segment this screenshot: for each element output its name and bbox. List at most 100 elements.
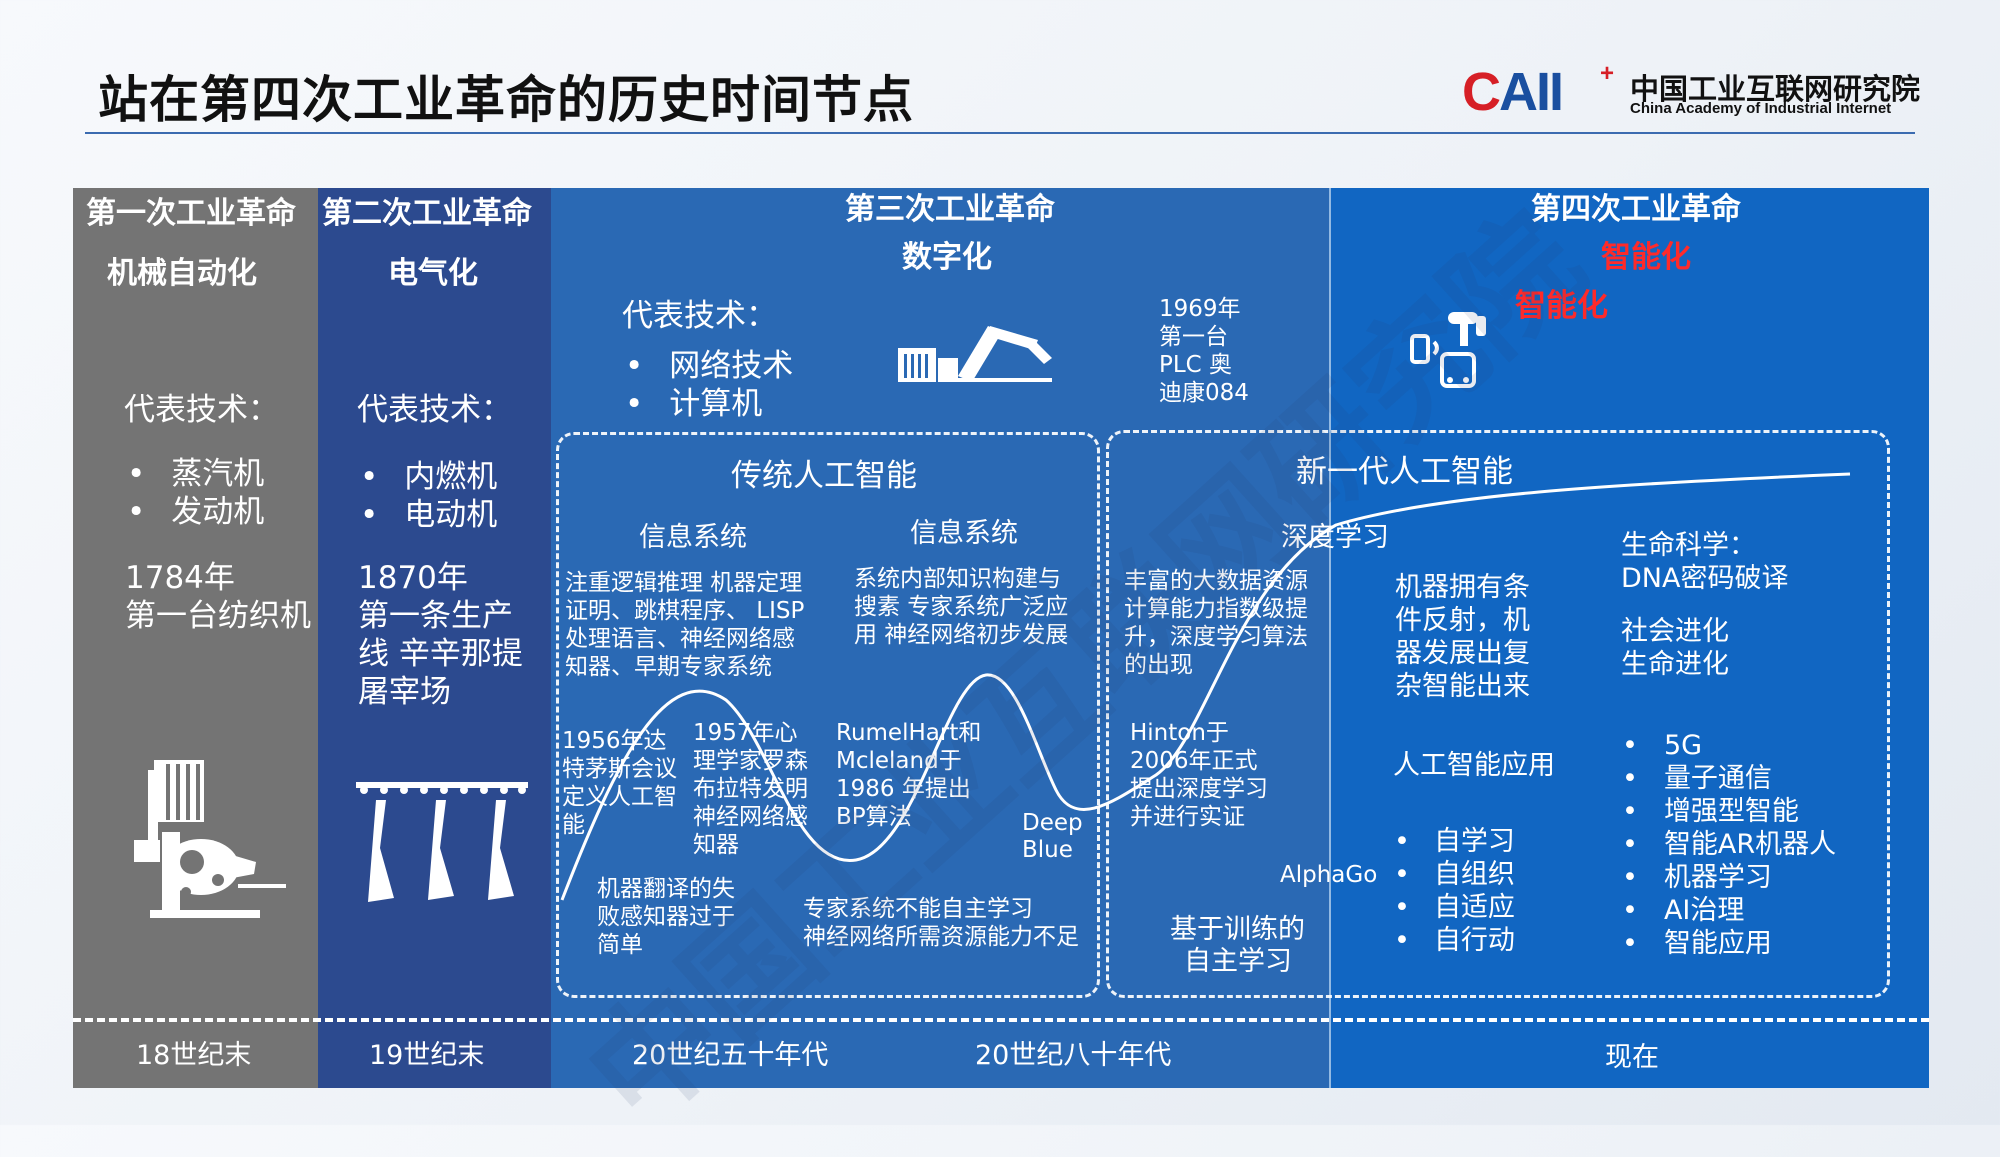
- ai-app-bullet-2: •自组织: [1394, 859, 1515, 890]
- robot-arm-icon: [898, 326, 1052, 382]
- rev1-title: 第一次工业革命: [86, 196, 296, 231]
- rev1-era: 18世纪末: [136, 1040, 252, 1071]
- hinton-line-2: 2006年正式: [1130, 748, 1258, 774]
- low2-line-1: 专家系统不能自主学习: [803, 896, 1033, 922]
- new-ai-title: 新一代人工智能: [1296, 454, 1513, 490]
- rev3-era-1: 20世纪五十年代: [632, 1040, 829, 1071]
- dl-line-2: 计算能力指数级提: [1124, 596, 1308, 622]
- timeline-dashed-line: [73, 1018, 1929, 1022]
- ai-development-curve: [560, 472, 1851, 901]
- conditioned-line-2: 件反射，机: [1395, 605, 1530, 636]
- ai-app-title: 人工智能应用: [1393, 750, 1555, 781]
- event-1956-line-4: 能: [562, 812, 585, 838]
- rev3-title: 第三次工业革命: [845, 192, 1055, 227]
- logo-plus: +: [1600, 60, 1615, 87]
- rev2-bullet-1: •内燃机: [360, 459, 498, 495]
- event-1956-line-2: 特茅斯会议: [562, 756, 677, 782]
- rev3-subtitle: 数字化: [902, 240, 992, 275]
- rev4-badge: 智能化: [1515, 288, 1608, 324]
- ai-app-bullet-4: •自行动: [1394, 925, 1515, 956]
- caii-logo: CAII + 中国工业互联网研究院 China Academy of Indus…: [1462, 60, 1922, 122]
- rev2-milestone-line-1: 第一条生产: [358, 598, 513, 634]
- rev1-bullet-2: •发动机: [127, 494, 265, 530]
- logo-chinese-name: 中国工业互联网研究院: [1630, 72, 1921, 106]
- event-1957-line-3: 布拉特发明: [693, 776, 808, 802]
- rev3-tech-label: 代表技术：: [622, 298, 777, 334]
- event-bp-line-2: Mcleland于: [836, 748, 962, 774]
- trad-col2-title: 信息系统: [910, 518, 1018, 549]
- hinton-line-3: 提出深度学习: [1130, 776, 1268, 802]
- dl-line-3: 升，深度学习算法: [1124, 624, 1308, 650]
- self-learning-line-1: 基于训练的: [1170, 914, 1305, 945]
- tech-bullet-4: •智能AR机器人: [1622, 829, 1837, 860]
- production-line-icon: [356, 782, 528, 902]
- rev2-tech-label: 代表技术：: [357, 392, 512, 428]
- self-learning-line-2: 自主学习: [1184, 946, 1292, 977]
- trad-col2-line-3: 用 神经网络初步发展: [854, 622, 1069, 648]
- rev4-subtitle: 智能化: [1601, 240, 1691, 275]
- rev4-era: 现在: [1605, 1042, 1659, 1073]
- tech-bullet-3: •增强型智能: [1622, 796, 1799, 827]
- trad-col2-line-2: 搜素 专家系统广泛应: [854, 594, 1069, 620]
- hinton-line-4: 并进行实证: [1130, 804, 1245, 830]
- plc-line-3: PLC 奥: [1159, 352, 1233, 378]
- rev2-era: 19世纪末: [369, 1040, 485, 1071]
- deep-blue-line-2: Blue: [1022, 837, 1073, 863]
- rev2-milestone-line-3: 屠宰场: [358, 674, 451, 710]
- hinton-line-1: Hinton于: [1130, 720, 1229, 746]
- rev3-bullet-2: •计算机: [625, 386, 763, 422]
- rev3-bullet-1: •网络技术: [625, 348, 794, 384]
- ai-app-bullet-3: •自适应: [1394, 892, 1515, 923]
- trad-col1-line-1: 注重逻辑推理 机器定理: [565, 570, 803, 596]
- event-bp-line-3: 1986 年提出: [836, 776, 971, 802]
- alphago-label: AlphaGo: [1280, 862, 1378, 888]
- rev1-subtitle: 机械自动化: [107, 256, 257, 291]
- tech-bullet-7: •智能应用: [1622, 928, 1772, 959]
- dl-line-1: 丰富的大数据资源: [1124, 568, 1308, 594]
- deep-blue-line-1: Deep: [1022, 810, 1083, 836]
- conditioned-line-1: 机器拥有条: [1395, 572, 1530, 603]
- rev1-bullet-1: •蒸汽机: [127, 456, 265, 492]
- conditioned-line-3: 器发展出复: [1395, 638, 1530, 669]
- low2-line-2: 神经网络所需资源能力不足: [803, 924, 1079, 950]
- rev1-milestone-year: 1784年: [125, 560, 235, 596]
- event-1957-line-5: 知器: [693, 832, 739, 858]
- life-science-line-2: DNA密码破译: [1621, 563, 1789, 594]
- tech-bullet-6: •AI治理: [1622, 895, 1745, 926]
- era-divider: [1329, 188, 1331, 1088]
- conditioned-line-4: 杂智能出来: [1395, 671, 1530, 702]
- rev2-subtitle: 电气化: [388, 256, 478, 291]
- event-1957-line-4: 神经网络感: [693, 804, 808, 830]
- logo-mark: CAII: [1462, 62, 1564, 122]
- tech-bullet-2: •量子通信: [1622, 763, 1772, 794]
- trad-col2-line-1: 系统内部知识构建与: [854, 566, 1061, 592]
- traditional-ai-title: 传统人工智能: [731, 458, 917, 494]
- third-revolution-panel: [551, 188, 1329, 1088]
- rev2-milestone-line-2: 线 辛辛那提: [358, 636, 523, 672]
- low1-line-2: 败感知器过于: [597, 904, 735, 930]
- event-1956-line-3: 定义人工智: [562, 784, 677, 810]
- loom-icon: [134, 760, 286, 918]
- low1-line-3: 简单: [597, 932, 643, 958]
- dl-line-4: 的出现: [1124, 652, 1193, 678]
- event-1957-line-2: 理学家罗森: [693, 748, 808, 774]
- event-1956-line-1: 1956年达: [562, 728, 667, 754]
- deep-learning-title: 深度学习: [1281, 522, 1389, 553]
- trad-col1-line-3: 处理语言、神经网络感: [565, 626, 795, 652]
- rev1-milestone-text: 第一台纺织机: [125, 598, 311, 634]
- traditional-ai-box: [556, 432, 1100, 998]
- tech-bullet-5: •机器学习: [1622, 862, 1772, 893]
- life-science-line-1: 生命科学：: [1621, 530, 1756, 561]
- ai-app-bullet-1: •自学习: [1394, 826, 1515, 857]
- trad-col1-line-2: 证明、跳棋程序、 LISP: [565, 598, 805, 624]
- second-revolution-panel: [318, 188, 551, 1088]
- smart-devices-icon: [1410, 312, 1486, 388]
- plc-line-4: 迪康084: [1159, 380, 1249, 406]
- rev1-tech-label: 代表技术：: [124, 392, 279, 428]
- evolution-line-2: 生命进化: [1621, 649, 1729, 680]
- trad-col1-title: 信息系统: [639, 522, 747, 553]
- event-bp-line-4: BP算法: [836, 804, 912, 830]
- rev2-milestone-year: 1870年: [358, 560, 468, 596]
- page-title: 站在第四次工业革命的历史时间节点: [98, 71, 914, 129]
- logo-english-name: China Academy of Industrial Internet: [1630, 100, 1892, 117]
